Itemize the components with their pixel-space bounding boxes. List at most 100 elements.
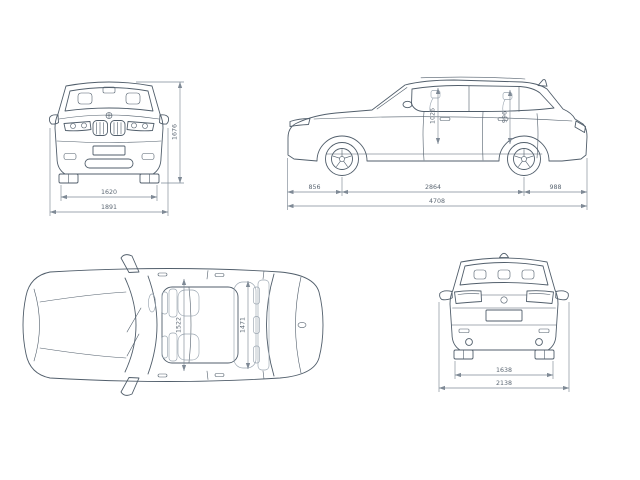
dim-label-front-overhang: 856: [308, 184, 320, 191]
rear-dimensions: 1638 2138: [438, 302, 570, 392]
front-seatback: [429, 97, 434, 112]
dim-label-headroom-rear: 996: [502, 111, 509, 123]
bench-back: [257, 279, 270, 371]
rear-spokes: [514, 149, 534, 167]
dim-label-front-track: 1620: [101, 189, 117, 196]
door-handle: [157, 272, 168, 277]
hood-crease: [39, 291, 127, 303]
windshield-line: [376, 87, 408, 110]
tailgate-edge: [295, 276, 302, 374]
door-seam-rear: [482, 111, 484, 161]
headlight-ring-icon: [70, 123, 76, 129]
exhaust-left: [465, 338, 473, 346]
headrest-left: [77, 92, 93, 105]
side-body: [287, 79, 588, 162]
seat-back: [168, 332, 178, 362]
dim-label-headroom-front: 1026: [430, 108, 437, 124]
antenna-fin-icon: [297, 322, 307, 328]
windshield: [64, 87, 154, 112]
steering-wheel: [148, 293, 156, 313]
roof-front-edge: [147, 275, 158, 375]
side-mirror: [402, 100, 413, 109]
top-body: [22, 268, 324, 382]
headrest: [521, 269, 535, 280]
mirror-left: [48, 114, 59, 125]
kidney-grille-right: [110, 120, 126, 136]
beltline: [313, 116, 573, 122]
front-hub: [339, 156, 345, 162]
reflector-left: [458, 328, 470, 333]
kidney-grille-left: [92, 120, 108, 136]
seat-headrest: [161, 335, 168, 359]
dim-label-height: 1676: [172, 124, 179, 140]
headrest-right: [125, 92, 141, 105]
side-interior: [429, 90, 513, 112]
tailgate-seam: [536, 113, 539, 159]
windshield-base: [124, 277, 137, 373]
rear-car-outline: [439, 252, 569, 360]
dim-label-overall-length: 4708: [429, 198, 445, 205]
side-vent-right: [141, 153, 155, 160]
sunroof-divider: [188, 287, 192, 363]
headlight-right: [126, 121, 155, 132]
rear-body: [449, 257, 559, 351]
antenna-fin-icon: [537, 79, 548, 87]
side-glass: [411, 85, 555, 112]
front-view: 1620 1891 1676: [48, 81, 184, 216]
headlight-left: [63, 121, 92, 132]
seat-cushion: [177, 333, 200, 361]
mirror-top: [120, 254, 140, 273]
dim-label-width-mirrors: 2138: [496, 380, 512, 387]
extension-line: [438, 302, 570, 392]
door-seam-front: [422, 111, 425, 161]
top-interior: [148, 279, 270, 371]
front-bumper-line: [33, 288, 40, 362]
front-headrest: [430, 90, 441, 99]
dim-label-rear-overhang: 988: [549, 184, 561, 191]
bench-headrest: [253, 345, 260, 364]
bench-cushion: [233, 281, 257, 369]
hood-crease: [39, 347, 127, 359]
mirror-right: [159, 114, 170, 125]
side-vent-left: [63, 153, 77, 160]
rear-rim: [513, 148, 535, 170]
seat-cushion: [177, 289, 200, 317]
mirror-bottom: [120, 377, 140, 396]
taillight-right: [526, 290, 554, 304]
mirror-left: [439, 290, 453, 301]
dim-label-interior-width-front: 1522: [175, 317, 182, 333]
roof-rail: [420, 76, 526, 80]
bumper-crease: [56, 140, 162, 143]
dim-label-overall-width: 1891: [101, 204, 117, 211]
top-view: 1522 1471: [22, 254, 324, 396]
headlight-ring-icon: [142, 123, 148, 129]
mirror-right: [555, 290, 569, 301]
taillight-left: [454, 290, 482, 304]
headrest: [497, 269, 511, 280]
door-handle: [439, 117, 451, 121]
extension-line: [287, 158, 588, 210]
front-spokes: [332, 149, 352, 167]
headrest: [473, 269, 487, 280]
front-tire: [325, 142, 359, 176]
extension-line: [49, 128, 169, 216]
grille-slats: [113, 122, 122, 135]
front-body: [54, 81, 164, 175]
seat-back: [168, 288, 178, 318]
wiper-icon: [126, 307, 142, 357]
brand-roundel-icon: [500, 296, 508, 304]
dim-label-interior-width-rear: 1471: [239, 317, 246, 333]
door-handle: [214, 373, 225, 377]
top-dimensions: 1522 1471: [175, 278, 251, 372]
taillight-detail: [528, 293, 551, 295]
bench-headrest: [253, 316, 260, 334]
rear-tire: [507, 142, 541, 176]
taillight-side: [574, 120, 586, 133]
front-dimensions: 1620 1891 1676: [49, 81, 184, 216]
headlight-ring-icon: [81, 122, 87, 129]
panoramic-sunroof: [161, 286, 239, 364]
rear-view: 1638 2138: [438, 252, 570, 392]
roundel-cross-icon: [105, 112, 113, 119]
rear-window-edge: [266, 273, 275, 377]
taillight-detail: [457, 293, 480, 295]
